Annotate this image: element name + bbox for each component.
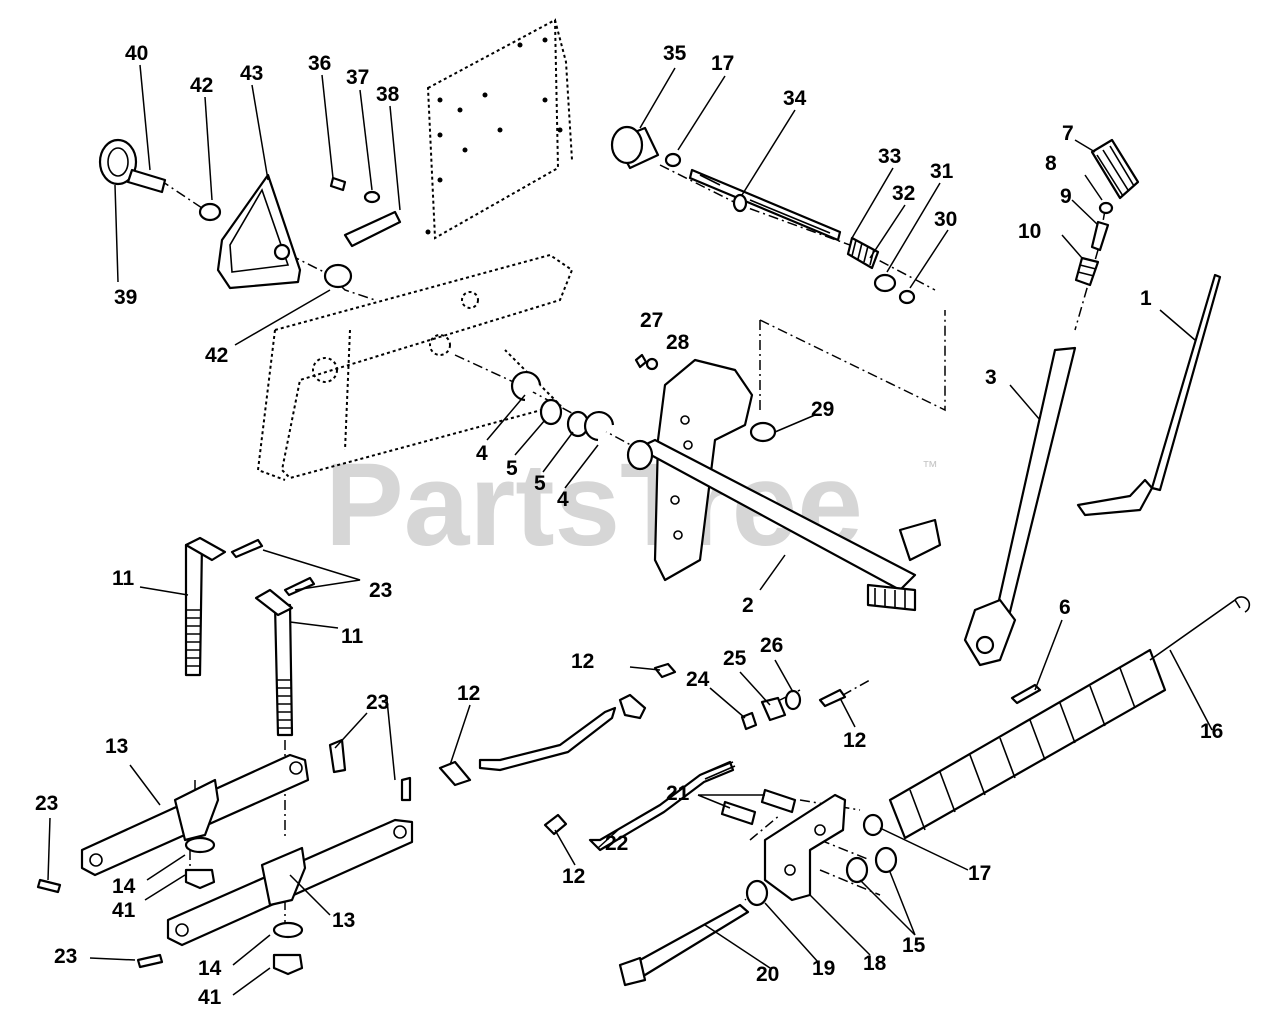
callout-11a: 11 bbox=[112, 567, 135, 590]
callout-8: 8 bbox=[1045, 152, 1057, 175]
callout-14b: 14 bbox=[198, 957, 222, 980]
part-block-24-25-26 bbox=[740, 688, 847, 731]
callout-18: 18 bbox=[863, 952, 887, 975]
part-knob-39 bbox=[98, 138, 167, 194]
callout-6: 6 bbox=[1059, 596, 1071, 619]
callout-19: 19 bbox=[812, 957, 835, 980]
callout-23c: 23 bbox=[35, 792, 58, 815]
callout-13a: 13 bbox=[105, 735, 128, 758]
part-cover-43 bbox=[216, 173, 302, 290]
leader-lines bbox=[47, 64, 1213, 996]
part-bracket-18 bbox=[763, 793, 847, 902]
callout-43: 43 bbox=[240, 62, 263, 85]
part-clip-27-28 bbox=[634, 353, 659, 371]
part-ball-8 bbox=[1098, 201, 1114, 215]
frame-rail bbox=[256, 253, 574, 481]
callout-41b: 41 bbox=[198, 986, 222, 1009]
part-rod-22-assembly bbox=[438, 662, 736, 852]
callout-32: 32 bbox=[892, 182, 915, 205]
callout-2: 2 bbox=[742, 594, 754, 617]
callout-12a: 12 bbox=[571, 650, 594, 673]
part-knob-35 bbox=[610, 125, 660, 170]
part-pin-9 bbox=[1090, 220, 1110, 252]
callout-23a: 23 bbox=[369, 579, 392, 602]
callout-10: 10 bbox=[1018, 220, 1041, 243]
callout-30: 30 bbox=[934, 208, 957, 231]
part-spring-32 bbox=[846, 236, 880, 270]
part-spring-16 bbox=[888, 596, 1251, 840]
part-washer-42a bbox=[198, 202, 222, 222]
callout-1: 1 bbox=[1140, 287, 1152, 310]
part-arm-13-upper bbox=[80, 753, 310, 877]
part-link-11-right bbox=[254, 588, 294, 737]
callout-11b: 11 bbox=[341, 625, 364, 648]
callout-36: 36 bbox=[308, 52, 331, 75]
part-washer-19 bbox=[745, 879, 769, 907]
callout-28: 28 bbox=[666, 331, 690, 354]
callout-17: 17 bbox=[711, 52, 734, 75]
callout-24: 24 bbox=[686, 668, 710, 691]
callout-35: 35 bbox=[663, 42, 687, 65]
part-pins-23 bbox=[36, 538, 412, 969]
callout-29: 29 bbox=[811, 398, 834, 421]
part-bolt-20 bbox=[618, 903, 750, 987]
callout-42b: 42 bbox=[205, 344, 228, 367]
part-rod-34 bbox=[688, 168, 842, 242]
part-washers-14-41 bbox=[184, 836, 304, 976]
callout-40: 40 bbox=[125, 42, 148, 65]
callout-4b: 4 bbox=[557, 488, 569, 511]
callout-26: 26 bbox=[760, 634, 783, 657]
part-screw-6 bbox=[1010, 683, 1042, 705]
part-washer-30 bbox=[898, 289, 916, 305]
callout-27: 27 bbox=[640, 309, 663, 332]
part-link-11-left bbox=[184, 536, 227, 677]
callout-labels: 40 42 43 36 37 38 35 17 34 7 8 33 32 31 … bbox=[35, 42, 1223, 1009]
part-bolts-21 bbox=[720, 788, 797, 826]
callout-4a: 4 bbox=[476, 442, 488, 465]
callout-23b: 23 bbox=[366, 691, 389, 714]
callout-34: 34 bbox=[783, 87, 807, 110]
callout-39: 39 bbox=[114, 286, 137, 309]
callout-5b: 5 bbox=[534, 472, 546, 495]
part-washer-42b bbox=[323, 263, 353, 289]
part-grip-7 bbox=[1090, 138, 1140, 200]
callout-14a: 14 bbox=[112, 875, 136, 898]
part-shaft-2 bbox=[626, 358, 942, 612]
callout-41a: 41 bbox=[112, 899, 136, 922]
watermark-trademark: ™ bbox=[922, 459, 938, 476]
callout-31: 31 bbox=[930, 160, 954, 183]
part-insert-10 bbox=[1074, 256, 1100, 287]
callout-25: 25 bbox=[723, 647, 747, 670]
part-washer-31 bbox=[873, 273, 897, 293]
part-rod-1 bbox=[1076, 273, 1222, 517]
part-spacers-15 bbox=[845, 846, 898, 884]
part-spring-38 bbox=[329, 176, 402, 248]
callout-5a: 5 bbox=[506, 457, 518, 480]
frame-plate bbox=[425, 18, 573, 240]
callout-12b: 12 bbox=[457, 682, 480, 705]
callout-15: 15 bbox=[902, 934, 926, 957]
callout-37: 37 bbox=[346, 66, 369, 89]
callout-17b: 17 bbox=[968, 862, 991, 885]
callout-22: 22 bbox=[605, 832, 628, 855]
callout-3: 3 bbox=[985, 366, 997, 389]
callout-33: 33 bbox=[878, 145, 901, 168]
callout-16: 16 bbox=[1200, 720, 1223, 743]
part-handle-3 bbox=[963, 346, 1077, 667]
callout-23d: 23 bbox=[54, 945, 77, 968]
callout-7: 7 bbox=[1062, 122, 1074, 145]
callout-12d: 12 bbox=[562, 865, 585, 888]
callout-12c: 12 bbox=[843, 729, 866, 752]
part-washer-17-lower bbox=[862, 813, 884, 837]
callout-13b: 13 bbox=[332, 909, 355, 932]
part-washer-17-top bbox=[664, 152, 682, 168]
callout-21: 21 bbox=[666, 782, 690, 805]
callout-42: 42 bbox=[190, 74, 213, 97]
callout-20: 20 bbox=[756, 963, 779, 986]
part-rings-4-5 bbox=[510, 370, 615, 442]
callout-38: 38 bbox=[376, 83, 400, 106]
callout-9: 9 bbox=[1060, 185, 1072, 208]
